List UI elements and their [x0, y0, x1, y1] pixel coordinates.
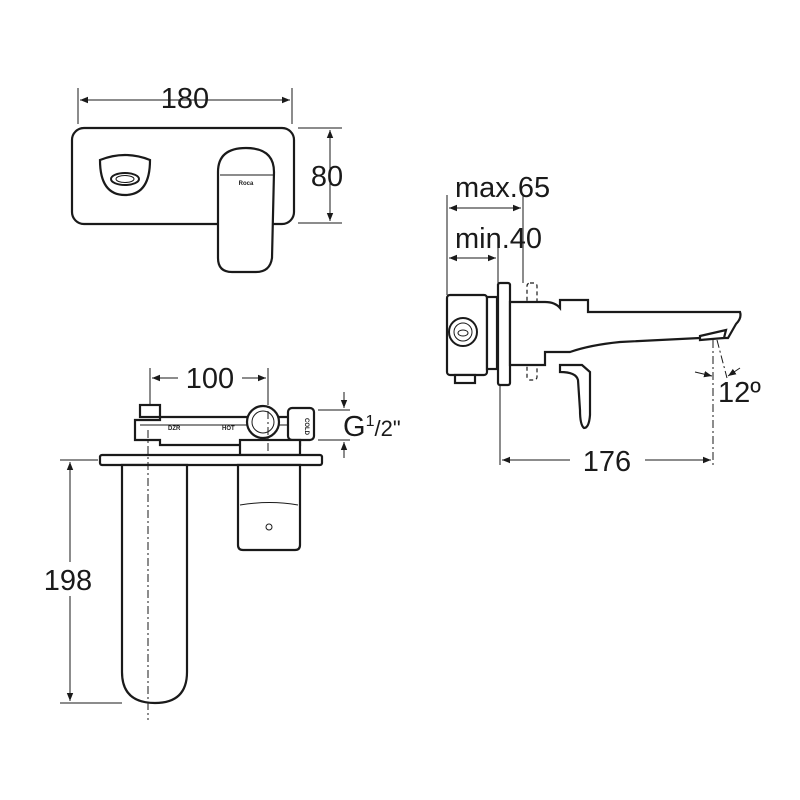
width-label: 180	[161, 83, 209, 115]
wall-plate-front	[98, 453, 324, 467]
spout-front	[120, 463, 189, 705]
side-view: max.65 min.40 12º 176	[445, 172, 761, 478]
marking-hot: HOT	[222, 426, 235, 432]
wall-plate-side	[496, 281, 512, 387]
brand-logo: Roca	[239, 181, 254, 187]
front-view: 100 G1/2" DZR HOT COLD 198	[36, 362, 401, 720]
thread-label: G1/2"	[343, 411, 401, 443]
lever-front	[236, 463, 302, 552]
angle-label: 12º	[718, 377, 761, 409]
height-label: 80	[311, 161, 343, 193]
lever-handle	[216, 146, 276, 274]
lever-side	[558, 363, 592, 430]
max-depth-label: max.65	[455, 172, 550, 204]
projection-label: 176	[583, 446, 631, 478]
spout-side	[508, 298, 742, 367]
min-depth-label: min.40	[455, 223, 542, 255]
marking-dzr: DZR	[168, 426, 181, 432]
marking-cold: COLD	[303, 418, 309, 436]
wall-line	[526, 282, 538, 381]
centres-label: 100	[186, 363, 234, 395]
height-198-label: 198	[44, 565, 92, 597]
top-view: 180 80 Roca	[70, 83, 343, 274]
